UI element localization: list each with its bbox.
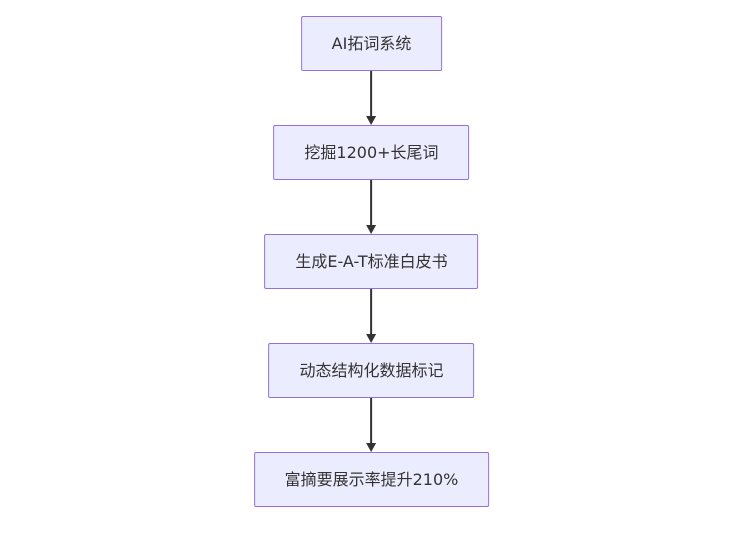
flowchart-node-longtail-keywords: 挖掘1200+长尾词 (273, 125, 470, 180)
flowchart-column: AI拓词系统 挖掘1200+长尾词 生成E-A-T标准白皮书 动态结构化数据标记 (253, 16, 490, 507)
arrow-head-icon (366, 443, 377, 452)
arrow-shaft (370, 180, 373, 225)
arrow-shaft (370, 289, 373, 334)
arrow-head-icon (366, 116, 377, 125)
flowchart-node-eat-whitepaper: 生成E-A-T标准白皮书 (264, 234, 479, 289)
flow-arrow-4 (366, 398, 377, 452)
arrow-head-icon (366, 225, 377, 234)
node-label-rich-snippet-result: 富摘要展示率提升210% (284, 469, 459, 489)
arrow-shaft (370, 71, 373, 116)
flow-arrow-2 (366, 180, 377, 234)
arrow-head-icon (366, 334, 377, 343)
flow-arrow-3 (366, 289, 377, 343)
arrow-shaft (370, 398, 373, 443)
node-label-longtail-keywords: 挖掘1200+长尾词 (304, 142, 439, 162)
flowchart-node-ai-expansion-system: AI拓词系统 (300, 16, 443, 71)
flow-arrow-1 (366, 71, 377, 125)
node-label-ai-expansion-system: AI拓词系统 (331, 33, 412, 53)
flowchart-node-rich-snippet-result: 富摘要展示率提升210% (253, 452, 490, 507)
flowchart-node-structured-data-markup: 动态结构化数据标记 (268, 343, 475, 398)
node-label-structured-data-markup: 动态结构化数据标记 (299, 360, 444, 380)
node-label-eat-whitepaper: 生成E-A-T标准白皮书 (295, 251, 448, 271)
